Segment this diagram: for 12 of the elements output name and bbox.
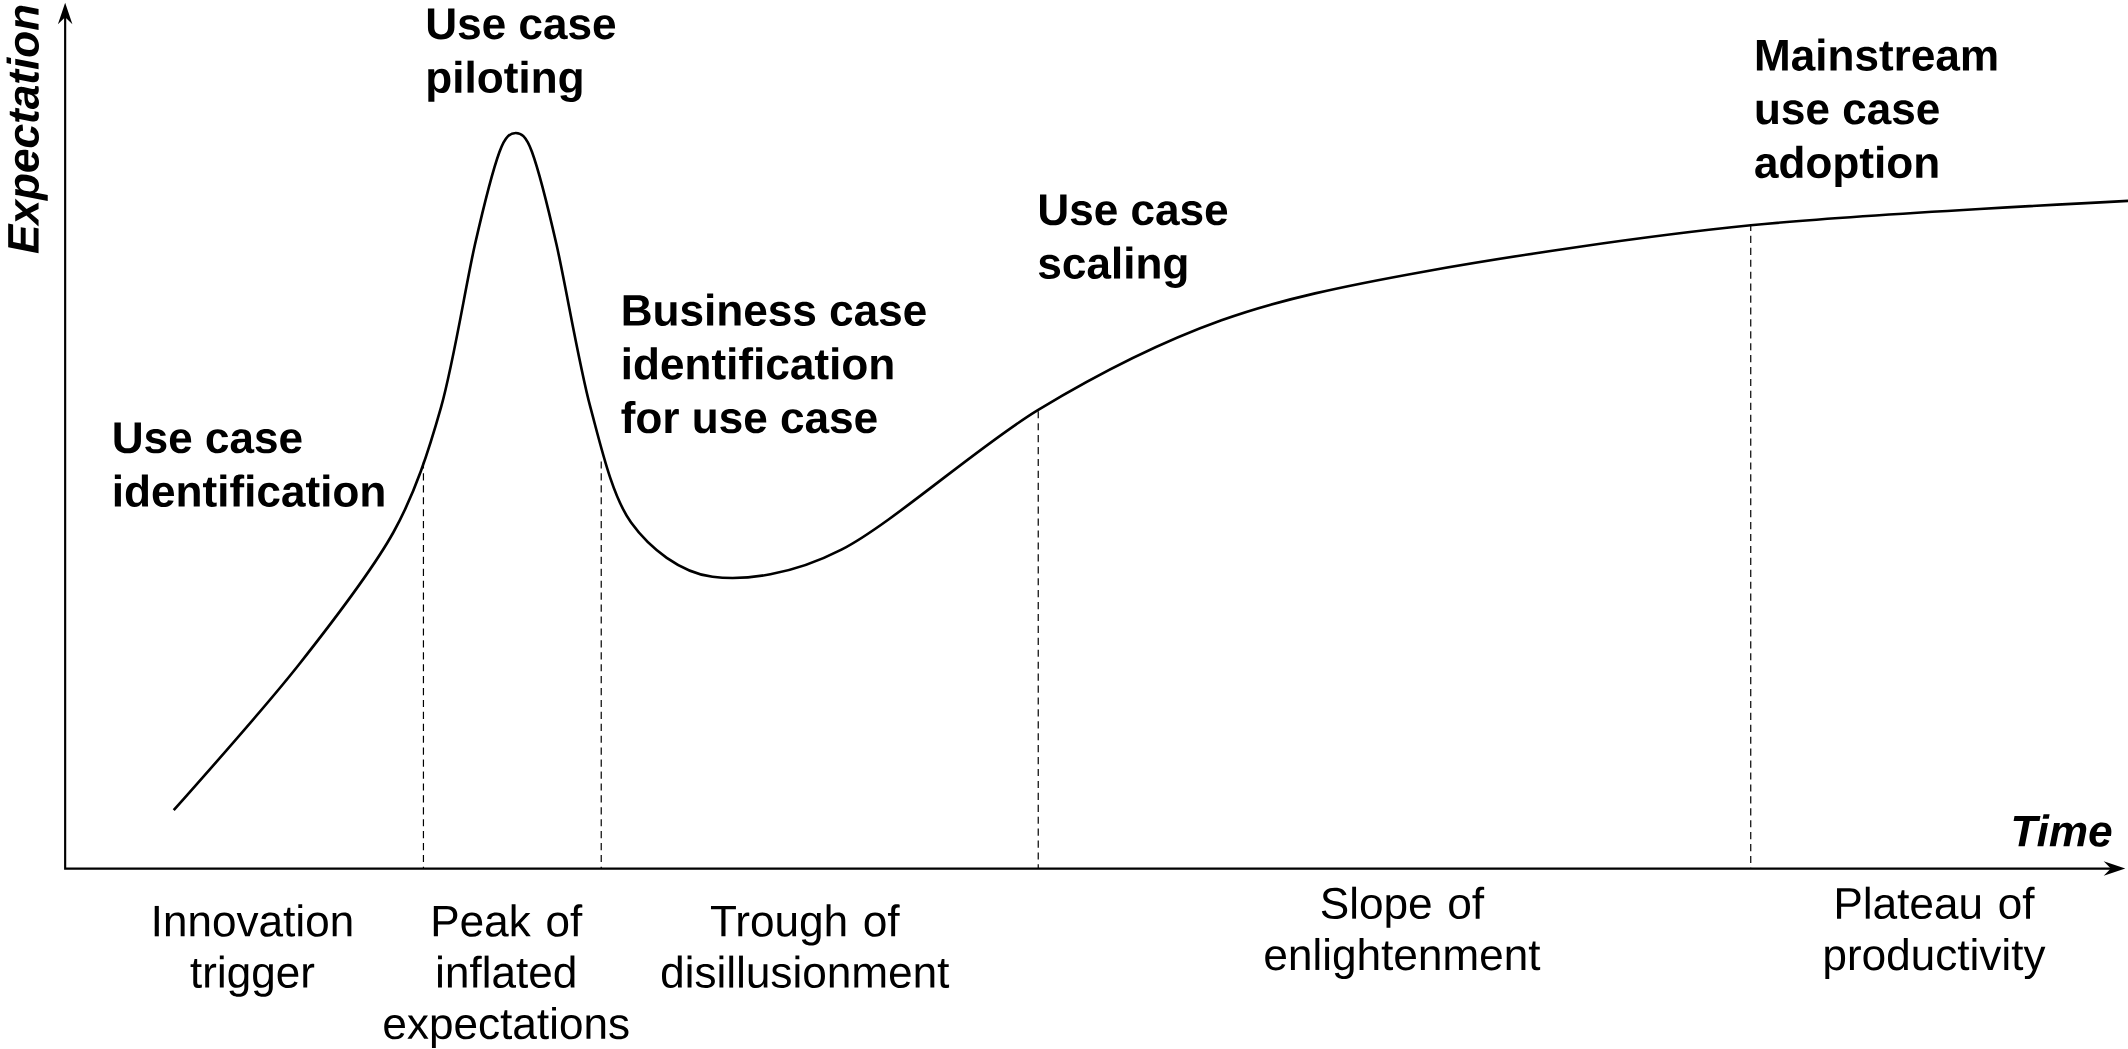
stage-label: Slope of enlightenment: [1265, 886, 1541, 980]
stage-label: Innovation trigger: [154, 904, 352, 997]
stage-label: Peak of inflated expectations: [384, 904, 629, 1048]
stage-label: Trough of disillusionment: [662, 904, 950, 988]
phase-label: Business case identification for use case: [621, 293, 926, 434]
stage-label: Plateau of productivity: [1825, 886, 2046, 980]
axis-label: Time: [2013, 814, 2112, 847]
phase-label: Use case scaling: [1038, 194, 1228, 288]
phase-label: Use case piloting: [427, 8, 616, 102]
phase-label: Use case identification: [114, 422, 384, 507]
axis-label: Expectation: [6, 5, 48, 254]
phase-label: Mainstream use case adoption: [1755, 38, 1997, 187]
